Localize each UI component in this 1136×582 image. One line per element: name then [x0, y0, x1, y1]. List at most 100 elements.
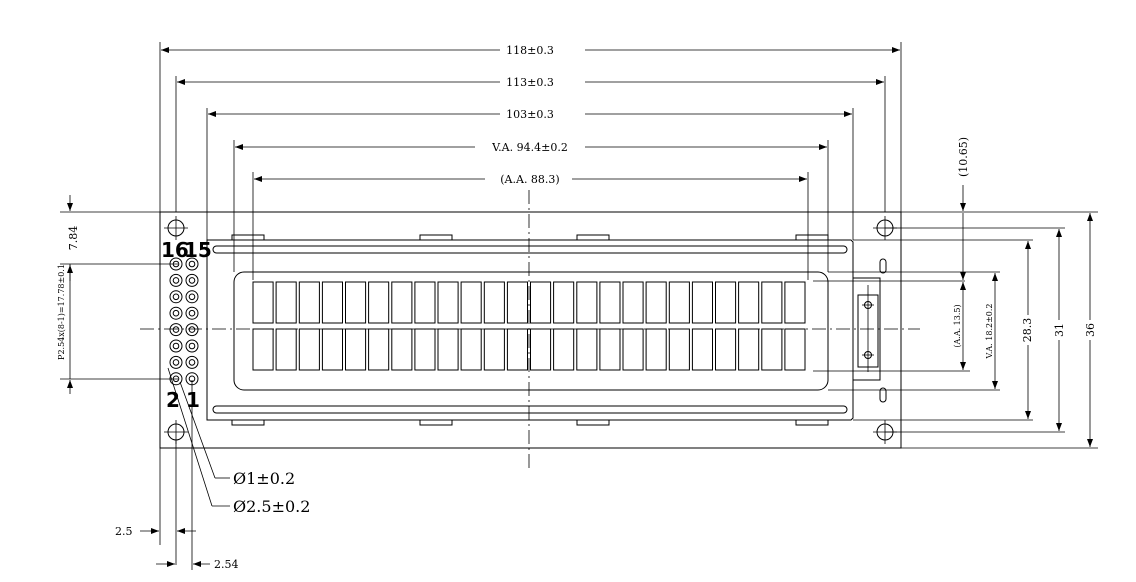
dimension-hole-pitch-width: 113±0.3: [175, 76, 886, 212]
backlight-connector: [853, 258, 887, 403]
character-cell: [483, 328, 505, 371]
top-offset-label: (10.65): [957, 137, 970, 177]
pin-hole: [188, 326, 196, 333]
dimension-pin-top-offset: 7.84: [60, 195, 178, 281]
character-cell: [738, 281, 760, 324]
bezel-width-label: 103±0.3: [506, 108, 554, 121]
character-cell: [437, 281, 459, 324]
active-area-width-label: (A.A. 88.3): [500, 173, 559, 186]
character-cell: [738, 328, 760, 371]
dimension-bezel-width: 103±0.3: [206, 108, 854, 240]
character-cell: [530, 328, 552, 371]
character-cell: [252, 328, 274, 371]
character-cells: [252, 281, 806, 371]
pin-hole: [188, 277, 196, 284]
bezel-frame: [206, 234, 854, 426]
character-cell: [321, 328, 343, 371]
pin-pitch-label: 2.54: [214, 558, 239, 571]
dimension-active-area-width: (A.A. 88.3): [252, 172, 809, 280]
character-cell: [275, 281, 297, 324]
character-cell: [368, 328, 390, 371]
pin-hole: [172, 326, 180, 333]
character-cell: [321, 281, 343, 324]
character-cell: [437, 328, 459, 371]
character-cell: [761, 281, 783, 324]
edge-to-pin-label: 2.5: [115, 525, 133, 538]
overall-height-label: 36: [1084, 323, 1097, 337]
character-cell: [715, 328, 737, 371]
character-cell: [668, 328, 690, 371]
character-cell: [622, 281, 644, 324]
pin-pad: [185, 290, 199, 304]
character-cell: [275, 328, 297, 371]
pin-pad: [169, 323, 183, 337]
character-cell: [368, 281, 390, 324]
pin-hole-callout-label: Ø1±0.2: [233, 469, 295, 488]
character-cell: [460, 328, 482, 371]
character-cell: [599, 328, 621, 371]
mounting-hole-top-left: [164, 216, 188, 240]
active-area-height-label: (A.A. 13.5): [953, 304, 962, 347]
character-cell: [345, 281, 367, 324]
character-cell: [391, 328, 413, 371]
pin-pad: [185, 306, 199, 320]
pcb-outline: [159, 211, 902, 449]
pin-hole: [188, 309, 196, 317]
dimension-edge-to-pin: 2.5: [115, 440, 196, 565]
character-cell: [345, 328, 367, 371]
viewing-area-height-label: V.A. 18.2±0.2: [985, 303, 994, 359]
pin-top-offset-label: 7.84: [67, 226, 80, 251]
pin-pad: [185, 257, 199, 271]
character-cell: [668, 281, 690, 324]
pin-pad: [185, 323, 199, 337]
dimension-active-area-height: (A.A. 13.5): [813, 282, 970, 372]
character-cell: [506, 328, 528, 371]
character-cell: [414, 328, 436, 371]
character-cell: [391, 281, 413, 324]
pin-hole: [172, 309, 180, 317]
pin-hole: [172, 342, 180, 350]
pin-pad: [169, 306, 183, 320]
viewing-area-outline: [233, 271, 829, 391]
character-cell: [599, 281, 621, 324]
character-cell: [576, 281, 598, 324]
overall-width-label: 118±0.3: [506, 44, 554, 57]
bezel-height-label: 28.3: [1021, 318, 1034, 343]
character-cell: [530, 281, 552, 324]
character-cell: [761, 328, 783, 371]
hole-pitch-width-label: 113±0.3: [506, 76, 554, 89]
pin-label-1: 1: [186, 388, 200, 412]
dimension-hole-pitch-height: 31: [885, 227, 1066, 433]
character-cell: [298, 328, 320, 371]
character-cell: [691, 328, 714, 371]
pin-pad: [185, 355, 199, 369]
dimension-overall-width: 118±0.3: [159, 42, 902, 212]
character-cell: [483, 281, 505, 324]
pin-pad: [185, 273, 199, 287]
character-cell: [715, 281, 737, 324]
dimension-viewing-area-width: V.A. 94.4±0.2: [233, 140, 829, 272]
pin-pad: [169, 339, 183, 353]
character-cell: [252, 281, 274, 324]
dimension-pin-row-span: P2.54x(8-1)=17.78±0.1: [57, 264, 178, 394]
pin-hole: [188, 293, 196, 301]
hole-pitch-height-label: 31: [1053, 323, 1066, 337]
pin-hole: [188, 260, 196, 268]
mount-hole-callout-label: Ø2.5±0.2: [233, 497, 310, 516]
dimension-viewing-area-height: V.A. 18.2±0.2: [828, 271, 1000, 391]
pin-header: [169, 257, 199, 386]
pin-pad: [169, 355, 183, 369]
callout-mount-hole: Ø2.5±0.2: [167, 367, 310, 516]
character-cell: [553, 281, 575, 324]
pin-pad: [169, 273, 183, 287]
pin-pad: [169, 290, 183, 304]
character-cell: [298, 281, 320, 324]
character-cell: [645, 328, 667, 371]
pin-row-span-label: P2.54x(8-1)=17.78±0.1: [57, 264, 66, 360]
dimension-bezel-height: 28.3: [853, 239, 1034, 421]
dimension-top-offset: (10.65): [813, 137, 970, 282]
pin-hole: [172, 293, 180, 301]
pin-hole: [172, 277, 180, 284]
